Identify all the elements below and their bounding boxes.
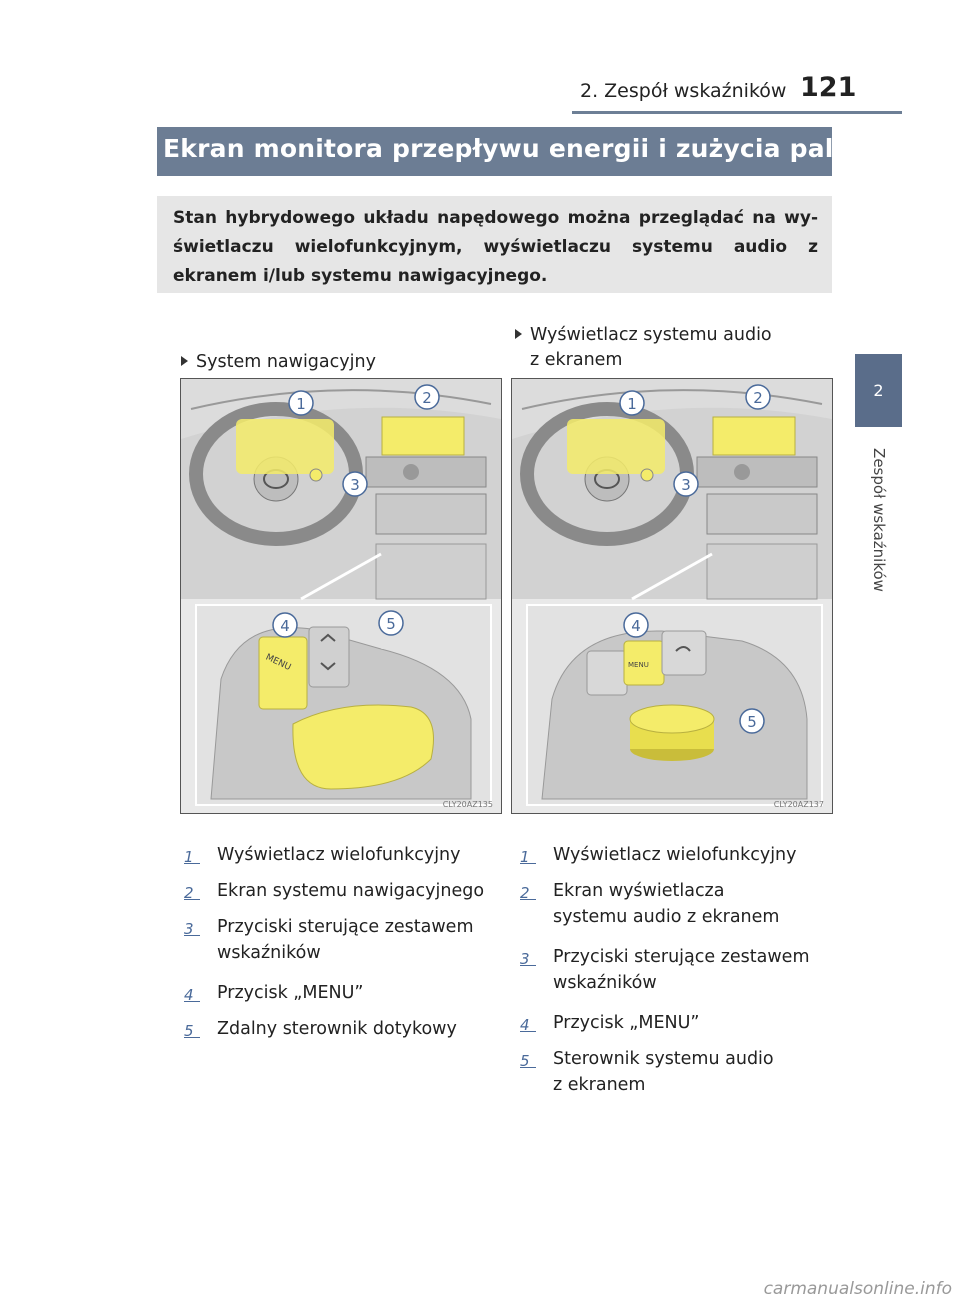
triangle-bullet-icon (515, 329, 522, 339)
legend-number: 5 (184, 1022, 194, 1040)
legend-number: 3 (184, 920, 194, 938)
triangle-bullet-icon (181, 356, 188, 366)
legend-item: 4 Przycisk „MENU” (184, 980, 494, 1016)
legend-number: 3 (520, 950, 530, 968)
navigation-system-illustration: MENU 1 2 3 4 5 CLY20AZ135 (180, 378, 502, 814)
legend-number: 1 (184, 848, 194, 866)
chapter-tab: 2 (855, 354, 902, 427)
legend-number: 5 (520, 1052, 530, 1070)
left-heading: System nawigacyjny (181, 350, 376, 375)
right-legend: 1 Wyświetlacz wielofunkcyjny 2 Ekran wyś… (520, 842, 830, 1106)
callout-3: 3 (681, 476, 691, 494)
header-rule (572, 111, 902, 114)
left-heading-text: System nawigacyjny (196, 352, 376, 372)
legend-item: 5 Sterownik systemu audio z ekranem (520, 1046, 830, 1106)
chapter-label-vertical: Zespół wskaźników (836, 435, 921, 605)
legend-text: Przyciski sterujące zestawem wskaźników (217, 917, 474, 963)
title-bar (157, 127, 832, 176)
legend-number: 2 (184, 884, 194, 902)
left-legend: 1 Wyświetlacz wielofunkcyjny 2 Ekran sys… (184, 842, 494, 1052)
intro-box (157, 196, 832, 293)
callout-3: 3 (350, 476, 360, 494)
watermark: carmanualsonline.info (763, 1279, 952, 1299)
image-code-right: CLY20AZ137 (774, 800, 824, 809)
legend-text: Sterownik systemu audio z ekranem (553, 1049, 774, 1095)
legend-text: Ekran wyświetlacza systemu audio z ekran… (553, 881, 780, 927)
legend-item: 2 Ekran systemu nawigacyjnego (184, 878, 494, 914)
legend-number: 1 (520, 848, 530, 866)
callout-2: 2 (753, 389, 763, 407)
callout-2: 2 (422, 389, 432, 407)
legend-item: 5 Zdalny sterownik dotykowy (184, 1016, 494, 1052)
intro-text: Stan hybrydowego układu napędowego można… (173, 208, 818, 286)
page-number: 121 (800, 72, 857, 103)
legend-item: 1 Wyświetlacz wielofunkcyjny (520, 842, 830, 878)
legend-number: 2 (520, 884, 530, 902)
callout-1: 1 (296, 395, 306, 413)
legend-text: Wyświetlacz wielofunkcyjny (217, 845, 461, 865)
dashboard-drawing: MENU 1 2 3 4 5 CLY20AZ135 (181, 379, 501, 809)
menu-button-label: MENU (628, 661, 649, 669)
legend-text: Wyświetlacz wielofunkcyjny (553, 845, 797, 865)
dashboard-drawing: MENU 1 2 3 4 5 CLY20AZ137 (512, 379, 832, 809)
callout-1: 1 (627, 395, 637, 413)
legend-item: 3 Przyciski sterujące zestawem wskaźnikó… (184, 914, 494, 980)
legend-text: Przyciski sterujące zestawem wskaźników (553, 947, 810, 993)
legend-item: 2 Ekran wyświetlacza systemu audio z ekr… (520, 878, 830, 944)
right-heading-line2: z ekranem (530, 350, 623, 370)
audio-system-illustration: MENU 1 2 3 4 5 CLY20AZ137 (511, 378, 833, 814)
header-section-title: 2. Zespół wskaźników (580, 80, 787, 102)
legend-text: Przycisk „MENU” (553, 1013, 700, 1033)
legend-item: 3 Przyciski sterujące zestawem wskaźnikó… (520, 944, 830, 1010)
legend-text: Zdalny sterownik dotykowy (217, 1019, 457, 1039)
chapter-label-text: Zespół wskaźników (869, 448, 888, 592)
legend-item: 4 Przycisk „MENU” (520, 1010, 830, 1046)
legend-number: 4 (184, 986, 194, 1004)
callout-5: 5 (386, 615, 396, 633)
legend-item: 1 Wyświetlacz wielofunkcyjny (184, 842, 494, 878)
right-heading: Wyświetlacz systemu audio z ekranem (515, 323, 772, 373)
callout-4: 4 (280, 617, 290, 635)
page-title: Ekran monitora przepływu energii i zużyc… (163, 134, 883, 163)
legend-text: Ekran systemu nawigacyjnego (217, 881, 485, 901)
callout-5: 5 (747, 713, 757, 731)
image-code-left: CLY20AZ135 (443, 800, 493, 809)
legend-number: 4 (520, 1016, 530, 1034)
callout-4: 4 (631, 617, 641, 635)
right-heading-line1: Wyświetlacz systemu audio (530, 325, 772, 345)
legend-text: Przycisk „MENU” (217, 983, 364, 1003)
